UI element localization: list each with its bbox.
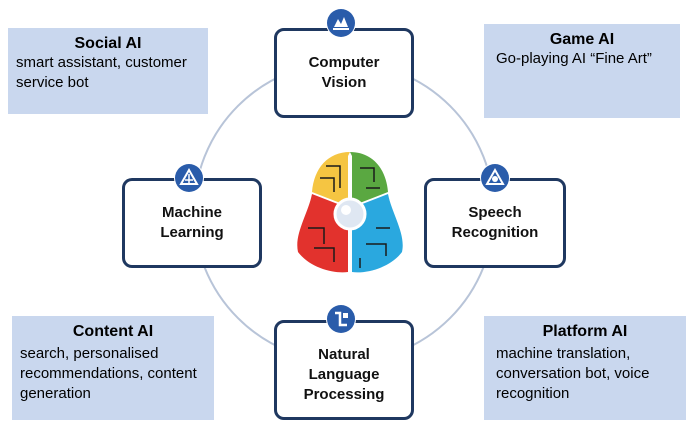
game-ai-title: Game AI [549,31,615,48]
computer-vision-icon [326,8,356,38]
machine-learning-line2: Learning [160,224,224,241]
content-ai-desc: search, personalised recommendations, co… [20,345,197,402]
speech-recognition-line1: Speech [468,204,522,221]
content-ai-title: Content AI [72,323,154,340]
speech-recognition-icon [480,163,510,193]
platform-ai-title: Platform AI [542,323,628,340]
nlp-icon [326,304,356,334]
social-ai-desc: smart assistant, customer service bot [16,54,187,91]
computer-vision-line2: Vision [321,74,367,91]
nlp-line1: Natural [318,346,370,363]
nlp-line3: Processing [303,386,385,403]
penguin-brain-mascot [297,152,403,273]
speech-recognition-line2: Recognition [451,224,539,241]
game-ai-note: Game AI Go-playing AI “Fine Art” [484,24,680,118]
content-ai-note: Content AI search, personalised recommen… [12,316,214,420]
social-ai-title: Social AI [74,35,142,52]
platform-ai-note: Platform AI machine translation, convers… [484,316,686,420]
machine-learning-icon [174,163,204,193]
game-ai-desc: Go-playing AI “Fine Art” [496,50,652,67]
platform-ai-desc: machine translation, conversation bot, v… [496,345,650,402]
social-ai-note: Social AI smart assistant, customer serv… [8,28,208,114]
nlp-line2: Language [308,366,380,383]
machine-learning-line1: Machine [161,204,222,221]
computer-vision-line1: Computer [308,54,380,71]
